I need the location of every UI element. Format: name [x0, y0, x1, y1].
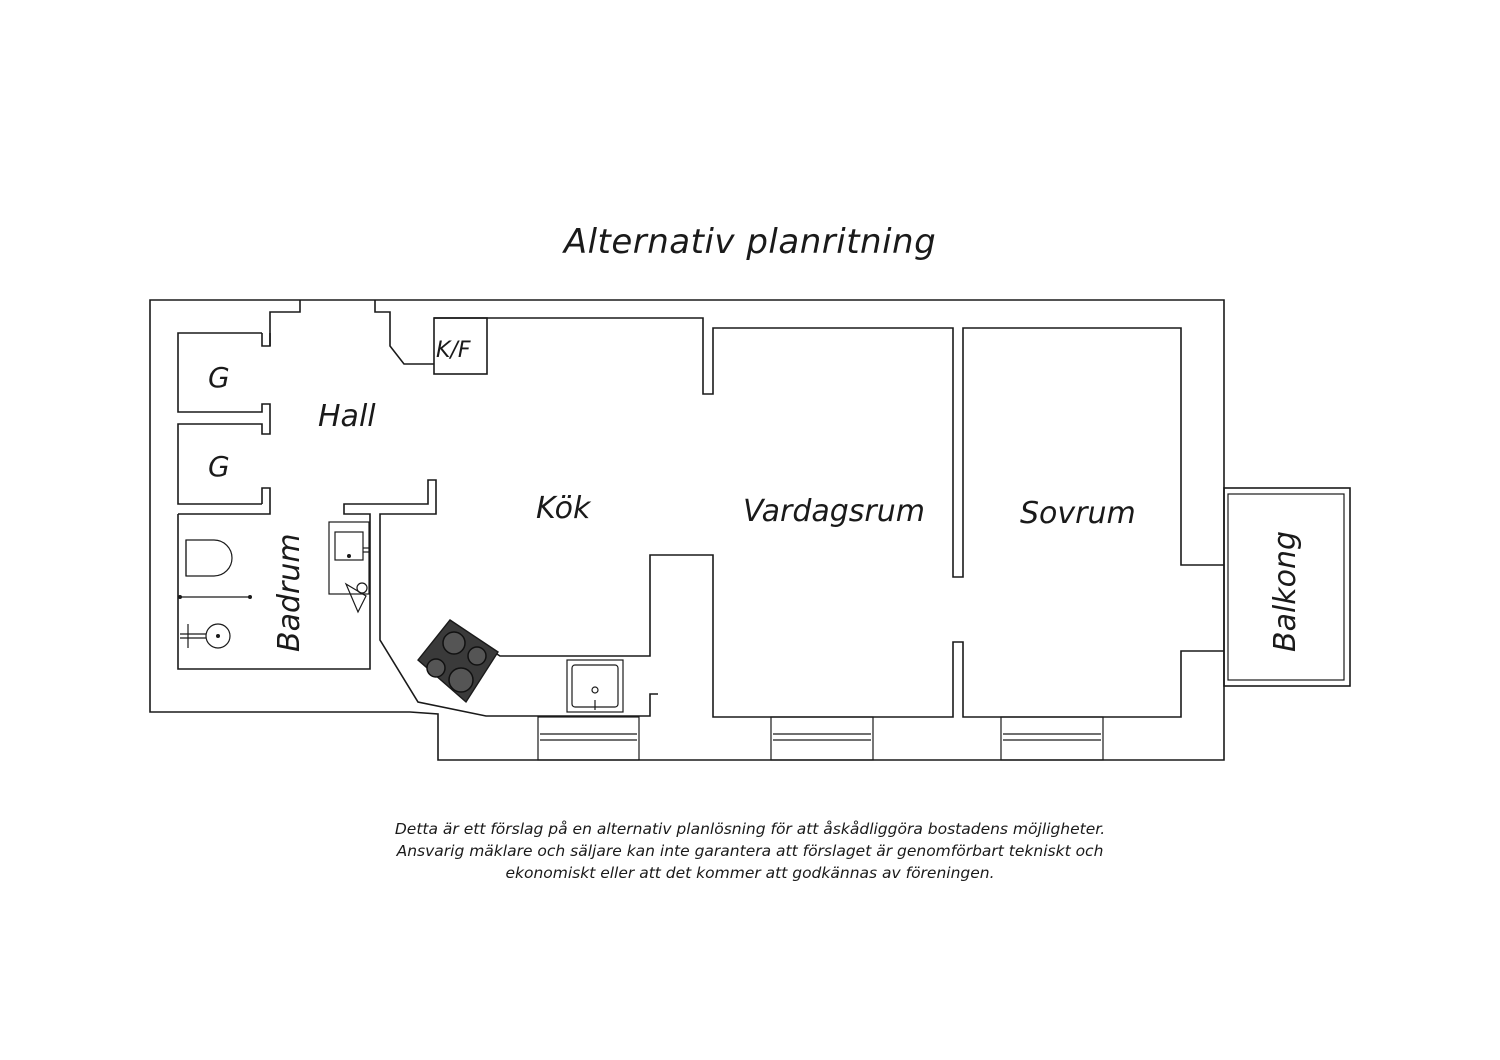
window-kitchen: [537, 716, 640, 761]
entrance-niche-wall: [374, 300, 434, 365]
stove-icon: [417, 619, 499, 704]
room-label-balkong: Balkong: [1268, 531, 1303, 652]
kitchen-top-wall: [434, 317, 1224, 578]
disclaimer: Detta är ett förslag på en alternativ pl…: [0, 818, 1500, 884]
room-label-kok: Kök: [536, 491, 592, 526]
shower-icon: [180, 623, 231, 649]
wardrobe-1-door-jamb: [261, 333, 271, 347]
wardrobe-2-door-jamb: [178, 487, 271, 515]
bathroom-wall: [177, 479, 658, 717]
outer-wall: [149, 299, 1225, 761]
room-label-badrum: Badrum: [272, 533, 307, 652]
disclaimer-line-2: Ansvarig mäklare och säljare kan inte ga…: [396, 842, 1104, 860]
fridge-freezer: [433, 317, 488, 375]
shower-rod-icon: [178, 595, 252, 599]
hall-top-wall: [269, 300, 301, 346]
disclaimer-line-1: Detta är ett förslag på en alternativ pl…: [394, 820, 1106, 838]
bathroom-sink-icon: [328, 521, 370, 595]
kitchen-sink-icon: [566, 659, 624, 713]
room-label-garderob-1: G: [208, 361, 230, 394]
room-label-vardagsrum: Vardagsrum: [743, 494, 925, 529]
window-bedroom: [1000, 716, 1104, 761]
toilet-icon: [185, 539, 233, 577]
disclaimer-line-3: ekonomiskt eller att det kommer att godk…: [505, 864, 995, 882]
page-title: Alternativ planritning: [563, 222, 937, 262]
room-label-hall: Hall: [318, 399, 376, 434]
window-livingroom: [770, 716, 874, 761]
wardrobe-1: [177, 332, 271, 505]
room-label-sovrum: Sovrum: [1020, 496, 1136, 531]
room-label-kyl-frys: K/F: [436, 338, 471, 363]
balcony: [1223, 487, 1351, 687]
faucet-icon: [344, 582, 368, 614]
room-label-garderob-2: G: [208, 450, 230, 483]
bedroom-lower-wall: [477, 554, 1224, 718]
